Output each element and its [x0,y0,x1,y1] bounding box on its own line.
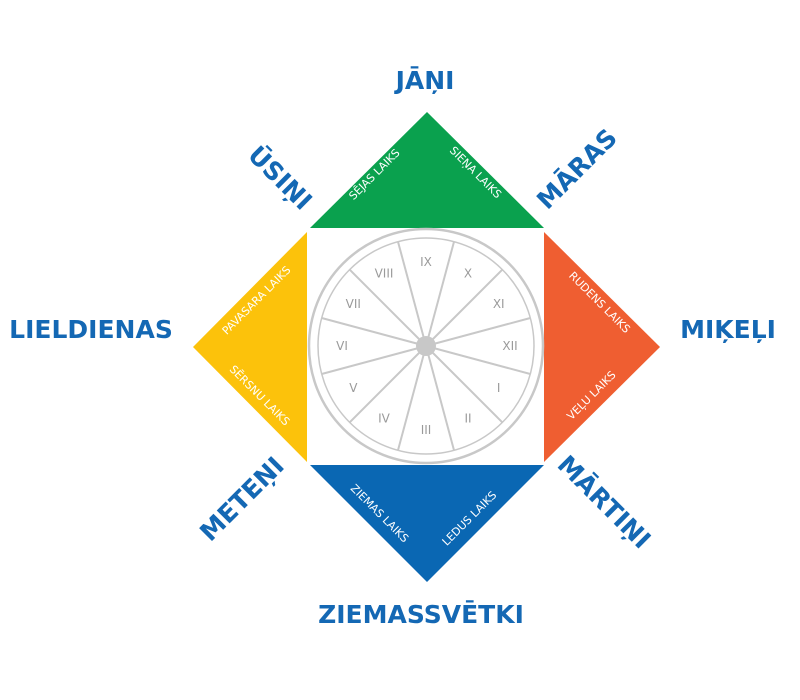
dial-spoke [425,317,531,347]
dial-spoke [321,345,427,375]
month-numeral: II [464,412,471,426]
festival-top: JĀŅI [394,66,455,95]
festival-bottom-right: MĀRTIŅI [552,450,657,555]
dial-spoke [348,268,427,347]
dial-spoke [425,345,504,424]
month-numeral: XI [493,297,505,311]
month-numeral: X [464,266,472,280]
festival-top-right: MĀRAS [531,123,623,215]
dial-spoke [425,268,504,347]
dial-outer-ring [307,227,545,465]
winter-triangle [310,465,544,582]
month-numeral: XII [502,339,517,353]
festival-top-left: ŪSIŅI [242,140,318,216]
festival-left: LIELDIENAS [9,315,173,344]
dial-spoke [397,345,427,451]
dial-center-hub [416,336,436,356]
autumn-triangle [544,232,660,462]
month-numeral: VII [346,297,361,311]
dial-spoke [397,241,427,347]
spring-triangle [193,232,307,462]
month-numeral: VIII [375,266,394,280]
festival-right: MIĶEĻI [680,315,776,344]
month-numeral: IV [378,412,391,426]
festival-bottom: ZIEMASSVĒTKI [318,600,524,629]
dial-spoke [348,345,427,424]
dial-spoke [425,241,455,347]
month-numeral: VI [336,339,348,353]
dial-inner-ring [317,237,535,455]
festival-bottom-left: METEŅI [194,451,290,547]
dial-spoke [425,345,531,375]
month-numeral: I [497,381,501,395]
dial-spoke [321,317,427,347]
month-numeral: V [349,381,358,395]
dial-spoke [425,345,455,451]
month-numeral: IX [420,255,432,269]
month-numeral: III [421,423,432,437]
summer-triangle [310,112,544,228]
